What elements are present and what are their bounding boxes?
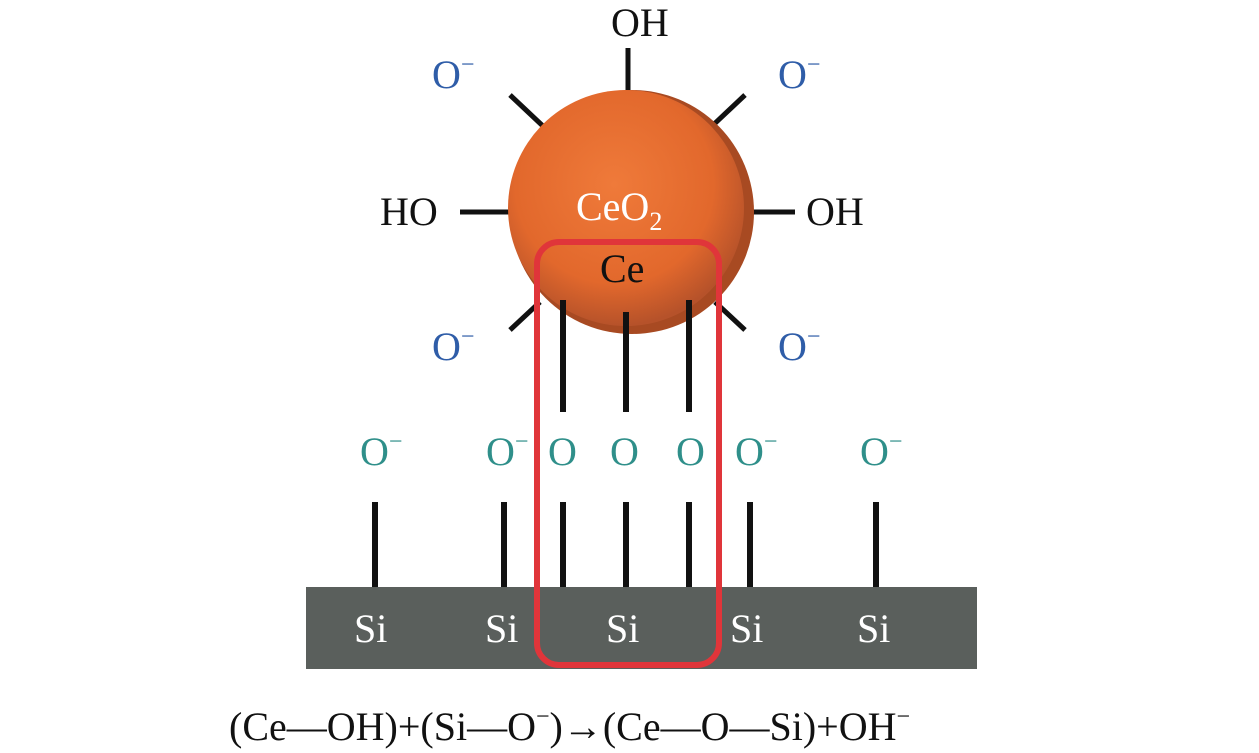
reaction-highlight-box xyxy=(534,239,722,668)
surface-oxide-ion-1: O− xyxy=(360,429,402,474)
bond-upper-left xyxy=(508,93,547,130)
oxide-ion-upper-right: O− xyxy=(778,52,820,97)
ceria-particle-body xyxy=(508,90,744,326)
si-label-4: Si xyxy=(730,606,763,651)
bond-upper-right xyxy=(708,93,747,130)
si-labels: Si Si Si Si Si xyxy=(354,606,890,651)
ceria-particle xyxy=(508,90,754,334)
si-label-5: Si xyxy=(857,606,890,651)
group-top-oh: OH xyxy=(611,0,669,45)
reaction-equation: (Ce—OH)+(Si—O−)→(Ce—O—Si)+OH− xyxy=(229,704,910,749)
si-label-1: Si xyxy=(354,606,387,651)
group-right-oh: OH xyxy=(806,189,864,234)
silica-substrate xyxy=(306,587,977,669)
oxide-ion-lower-right: O− xyxy=(778,324,820,369)
particle-label: CeO2 xyxy=(576,184,662,236)
si-o-bonds xyxy=(372,502,879,587)
group-left-ho: HO xyxy=(380,189,438,234)
si-label-3: Si xyxy=(606,606,639,651)
oxide-ion-upper-left: O− xyxy=(432,52,474,97)
bridging-oxygen-2: O xyxy=(610,429,639,474)
surface-oxide-ion-3: O− xyxy=(735,429,777,474)
particle-oxide-ions: O− O− O− O− xyxy=(432,52,820,369)
substrate-surface-oxygens: O− O− O O O O− O− xyxy=(360,429,902,474)
ce-atom-label: Ce xyxy=(600,246,644,291)
surface-oxide-ion-4: O− xyxy=(860,429,902,474)
bridging-oxygen-1: O xyxy=(548,429,577,474)
bridging-oxygen-3: O xyxy=(676,429,705,474)
ce-o-bonds xyxy=(560,300,692,412)
si-label-2: Si xyxy=(485,606,518,651)
oxide-ion-lower-left: O− xyxy=(432,324,474,369)
surface-oxide-ion-2: O− xyxy=(486,429,528,474)
